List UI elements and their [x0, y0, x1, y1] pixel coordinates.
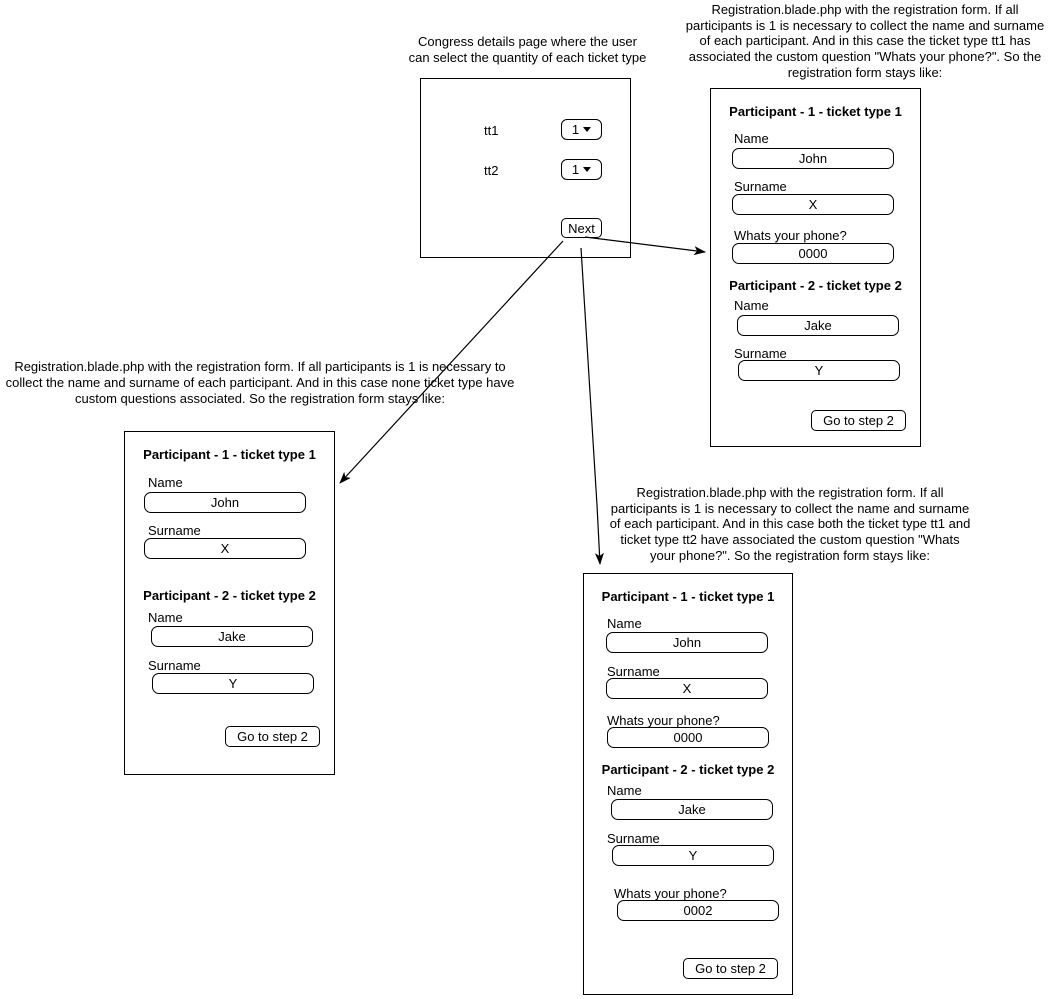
- note-both-custom-questions: Registration.blade.php with the registra…: [595, 485, 985, 564]
- tt2-quantity-value: 1: [571, 162, 580, 177]
- ticket-type-label-tt2: tt2: [484, 163, 499, 178]
- note-line: associated the custom question "Whats yo…: [688, 49, 1042, 65]
- note-no-custom-questions: Registration.blade.php with the registra…: [2, 359, 518, 407]
- next-button[interactable]: Next: [561, 218, 602, 238]
- phone-label: Whats your phone?: [734, 228, 847, 243]
- go-to-step-2-button[interactable]: Go to step 2: [811, 410, 906, 431]
- phone-input[interactable]: [732, 243, 894, 264]
- surname-label: Surname: [607, 831, 660, 846]
- go-to-step-2-button[interactable]: Go to step 2: [225, 726, 320, 747]
- congress-caption: Congress details page where the user can…: [380, 34, 675, 66]
- note-line: custom questions associated. So the regi…: [75, 391, 445, 406]
- dropdown-caret-icon: [583, 167, 592, 172]
- tt1-quantity-value: 1: [571, 122, 580, 137]
- go-to-step-2-button[interactable]: Go to step 2: [683, 958, 778, 979]
- phone-label: Whats your phone?: [607, 713, 720, 728]
- name-label: Name: [148, 475, 183, 490]
- name-input[interactable]: [151, 626, 313, 647]
- surname-label: Surname: [607, 664, 660, 679]
- tt1-quantity-select[interactable]: 1: [561, 119, 602, 140]
- phone-label: Whats your phone?: [614, 886, 727, 901]
- note-line: collect the name and surname of each par…: [5, 375, 515, 390]
- name-label: Name: [734, 298, 769, 313]
- participant-section-heading: Participant - 1 - ticket type 1: [143, 447, 316, 462]
- participant-section-heading: Participant - 1 - ticket type 1: [601, 589, 775, 604]
- surname-input[interactable]: [144, 538, 306, 559]
- surname-input[interactable]: [606, 678, 768, 699]
- surname-label: Surname: [734, 346, 787, 361]
- dropdown-caret-icon: [583, 127, 592, 132]
- name-label: Name: [607, 783, 642, 798]
- surname-input[interactable]: [612, 845, 774, 866]
- surname-input[interactable]: [738, 360, 900, 381]
- note-line: participants is 1 is necessary to collec…: [685, 17, 1045, 33]
- participant-section-heading: Participant - 1 - ticket type 1: [729, 104, 902, 119]
- surname-input[interactable]: [152, 673, 314, 694]
- caption-line: can select the quantity of each ticket t…: [408, 50, 647, 65]
- registration-form-tt1-question: Participant - 1 - ticket type 1 Name Sur…: [710, 88, 921, 447]
- note-line: of each participant. And in this case bo…: [609, 516, 971, 532]
- phone-input[interactable]: [617, 900, 779, 921]
- name-input[interactable]: [606, 632, 768, 653]
- ticket-type-label-tt1: tt1: [484, 123, 499, 138]
- note-line: participants is 1 is necessary to collec…: [610, 500, 970, 516]
- note-line: registration form stays like:: [787, 64, 943, 80]
- note-line: of each participant. And in this case th…: [699, 33, 1031, 49]
- note-tt1-custom-question: Registration.blade.php with the registra…: [680, 2, 1050, 81]
- registration-form-no-questions: Participant - 1 - ticket type 1 Name Sur…: [124, 431, 335, 775]
- tt2-quantity-select[interactable]: 1: [561, 159, 602, 180]
- participant-section-heading: Participant - 2 - ticket type 2: [601, 762, 775, 777]
- caption-line: Congress details page where the user: [418, 34, 637, 49]
- name-input[interactable]: [611, 799, 773, 820]
- note-line: Registration.blade.php with the registra…: [711, 2, 1019, 17]
- name-input[interactable]: [144, 492, 306, 513]
- surname-label: Surname: [148, 658, 201, 673]
- registration-form-both-questions: Participant - 1 - ticket type 1 Name Sur…: [583, 573, 793, 995]
- participant-section-heading: Participant - 2 - ticket type 2: [729, 278, 902, 293]
- surname-label: Surname: [148, 523, 201, 538]
- name-label: Name: [607, 616, 642, 631]
- note-line: your phone?". So the registration form s…: [650, 547, 930, 563]
- congress-details-box: tt1 1 tt2 1 Next: [420, 78, 631, 258]
- note-line: ticket type tt2 have associated the cust…: [620, 532, 960, 548]
- participant-section-heading: Participant - 2 - ticket type 2: [143, 588, 316, 603]
- note-line: Registration.blade.php with the registra…: [14, 359, 506, 374]
- phone-input[interactable]: [607, 727, 769, 748]
- surname-label: Surname: [734, 179, 787, 194]
- note-line: Registration.blade.php with the registra…: [636, 485, 944, 500]
- name-label: Name: [148, 610, 183, 625]
- name-input[interactable]: [737, 315, 899, 336]
- name-input[interactable]: [732, 148, 894, 169]
- name-label: Name: [734, 131, 769, 146]
- surname-input[interactable]: [732, 194, 894, 215]
